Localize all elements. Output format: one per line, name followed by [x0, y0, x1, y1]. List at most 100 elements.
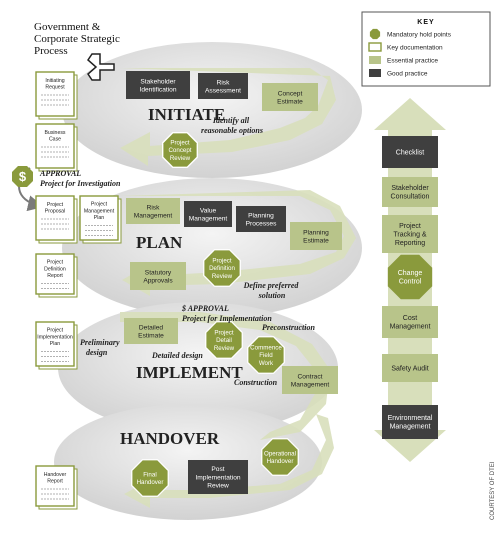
key-swatch-outline	[368, 42, 382, 52]
label-line: Project	[47, 328, 64, 334]
label-line: Initiating	[45, 78, 64, 84]
document-page	[35, 123, 75, 169]
key-item-label: Mandatory hold points	[387, 31, 452, 38]
hold-point-octagon	[248, 337, 284, 373]
step-box	[124, 318, 178, 344]
label-line: Reporting	[395, 240, 425, 247]
side-item-label: Checklist	[396, 149, 424, 156]
title-line: Corporate Strategic	[34, 33, 120, 45]
side-item-box	[382, 136, 438, 168]
label-line: Management	[189, 215, 228, 222]
step-box	[290, 222, 342, 250]
key-swatch-octagon	[369, 28, 381, 40]
key-item-label: Essential practice	[387, 57, 438, 64]
annotation-line: Define preferred	[243, 281, 300, 290]
title-line: Government &	[34, 21, 101, 33]
annotation-line: Identify all	[212, 116, 250, 125]
phase-title-handover: HANDOVER	[120, 429, 220, 448]
hold-point-octagon	[206, 322, 242, 358]
label-line: Checklist	[396, 149, 424, 156]
label-line: Business	[44, 130, 65, 136]
side-hold-octagon	[387, 254, 433, 300]
credit-text: COURTESY OF DTEI	[490, 461, 496, 520]
key-item: Mandatory hold points	[369, 28, 452, 40]
label-line: Definition	[44, 266, 66, 272]
step-box	[262, 83, 318, 111]
step-box	[130, 262, 186, 290]
hold-point-octagon	[262, 439, 298, 475]
side-item-box	[382, 177, 438, 207]
label-line: Safety Audit	[391, 365, 428, 372]
annotation-line: Project for Investigation	[40, 179, 121, 188]
label-line: Project	[170, 140, 190, 147]
document-page	[79, 195, 119, 241]
key-swatch-box	[369, 56, 381, 64]
annotation-line: Project for Implementation	[182, 314, 272, 323]
document-page	[35, 195, 75, 241]
annotation-line: design	[86, 348, 108, 357]
label-line: Review	[207, 482, 229, 489]
label-line: Estimate	[303, 237, 329, 244]
label-line: Definition	[209, 265, 235, 272]
flow-band-plan	[120, 190, 356, 296]
key-swatch-box	[369, 69, 381, 77]
label-line: Proposal	[45, 209, 65, 215]
side-item-box	[382, 215, 438, 253]
label-line: Statutory	[145, 269, 172, 276]
label-line: Control	[399, 279, 422, 286]
label-line: Handover	[44, 472, 67, 478]
document-page	[35, 321, 75, 367]
label-line: Management	[390, 324, 431, 331]
flow-band-handover	[124, 414, 334, 508]
step-box	[126, 71, 190, 99]
label-line: Review	[214, 345, 235, 352]
label-line: Stakeholder	[140, 78, 176, 85]
annotation-define-preferred: Define preferred solution	[243, 281, 301, 300]
label-line: Detailed	[139, 324, 164, 331]
label-line: Project	[214, 330, 234, 337]
annotation-approval-investigation: APPROVAL Project for Investigation	[39, 169, 121, 188]
key-box	[361, 11, 491, 87]
strategic-process-pointer-icon	[87, 53, 115, 81]
label-line: Estimate	[277, 98, 303, 105]
key-item: Essential practice	[369, 56, 438, 64]
key-item-label: Key documentation	[387, 44, 443, 51]
hold-point-octagon	[204, 250, 240, 286]
key-item-label: Good practice	[387, 70, 428, 77]
side-item: Safety Audit	[382, 354, 438, 382]
label-line: Project	[212, 258, 232, 265]
label-line: Contract	[298, 373, 323, 380]
document-page	[35, 71, 75, 117]
label-line: Work	[259, 360, 274, 367]
key-item: Key documentation	[368, 42, 443, 52]
label-line: Assessment	[205, 87, 241, 94]
